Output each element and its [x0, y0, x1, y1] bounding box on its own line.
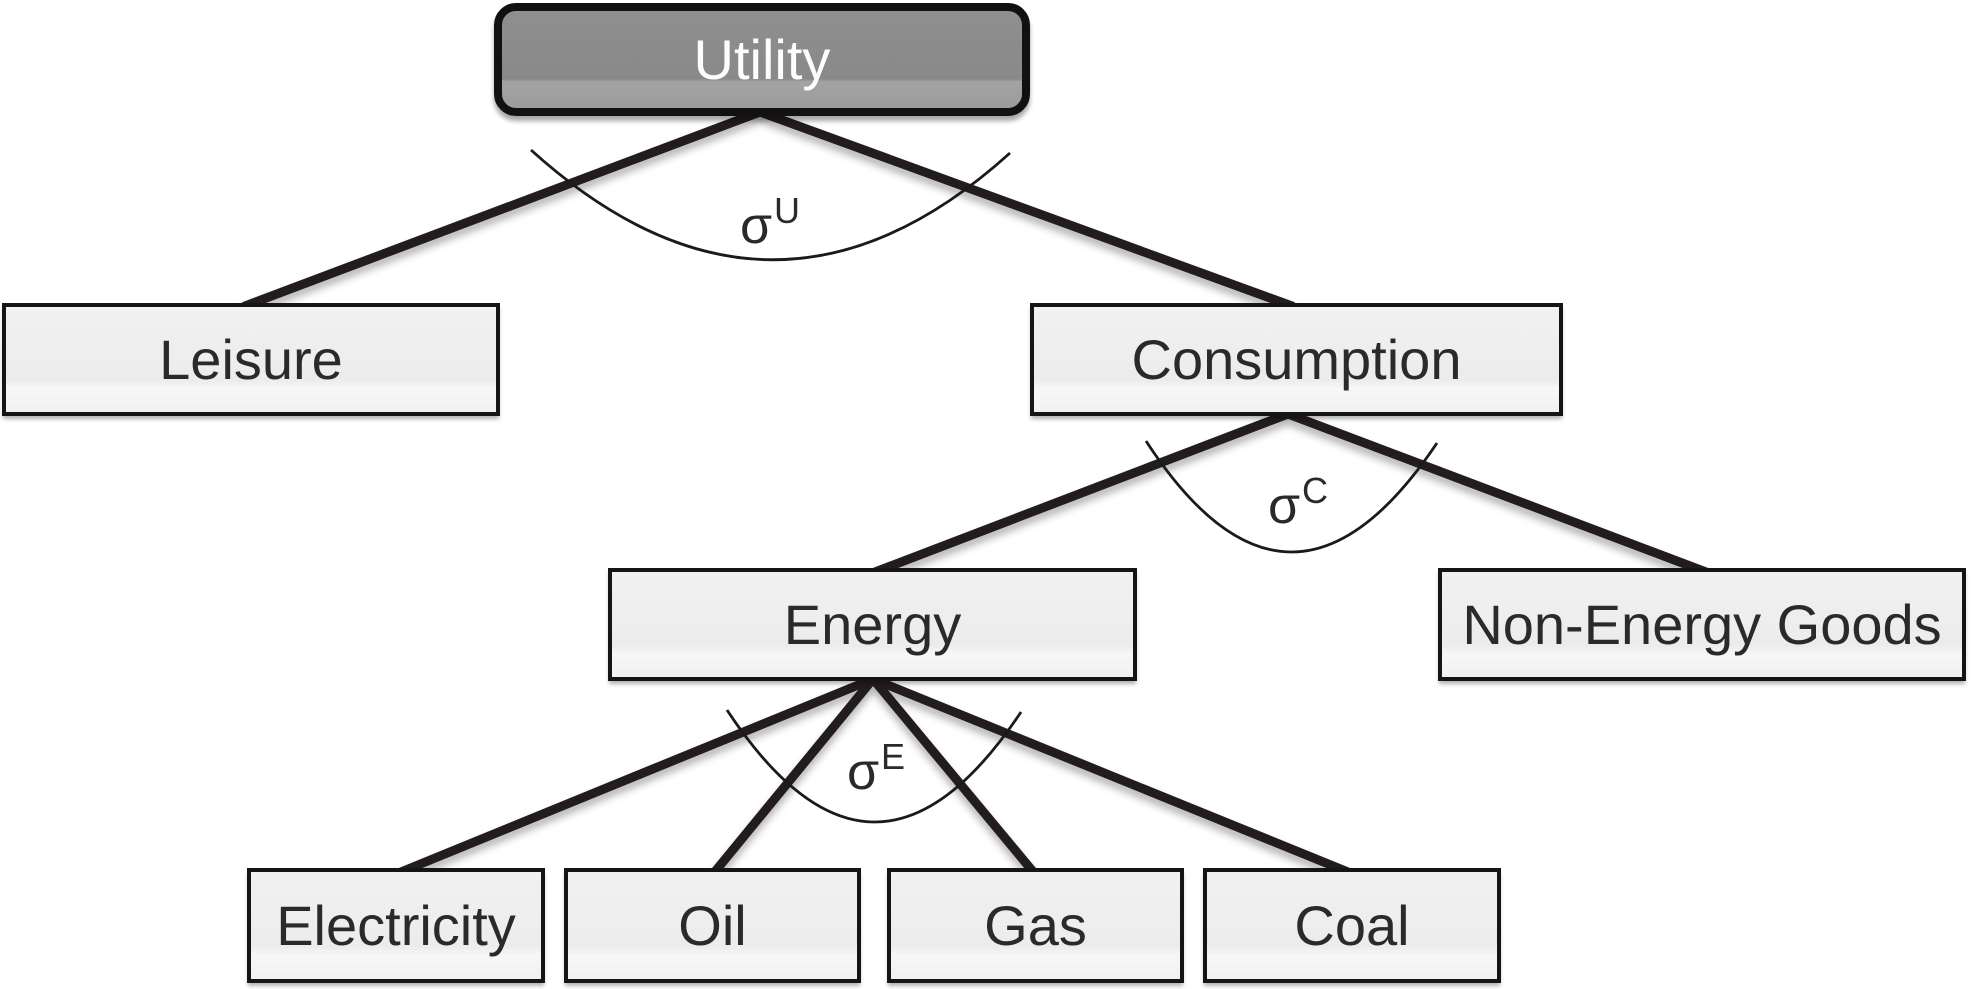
edge-energy-coal [868, 674, 1358, 879]
node-coal-label: Coal [1294, 894, 1410, 957]
edge-energy-electricity [391, 674, 878, 879]
edge-energy-gas [868, 674, 1040, 879]
arc-sigma-e [725, 709, 1023, 824]
node-consumption-label: Consumption [1131, 328, 1462, 391]
sigma-e-superscript: E [881, 736, 906, 778]
node-leisure: Leisure [2, 303, 500, 416]
sigma-c-superscript: C [1302, 470, 1329, 512]
arc-sigma-c [1144, 440, 1439, 554]
edge-consumption-energy [870, 409, 1293, 577]
node-energy-label: Energy [783, 593, 962, 656]
sigma-e-symbol: σ [846, 743, 880, 801]
node-oil: Oil [564, 868, 861, 983]
node-consumption: Consumption [1030, 303, 1563, 416]
node-utility-label: Utility [693, 28, 831, 91]
sigma-u-superscript: U [774, 190, 801, 232]
node-electricity: Electricity [247, 868, 545, 983]
edge-utility-leisure [240, 107, 765, 311]
edge-energy-oil [708, 674, 878, 879]
edge-consumption-nonenergy [1283, 409, 1711, 577]
node-non-energy-goods-label: Non-Energy Goods [1462, 593, 1942, 656]
node-energy: Energy [608, 568, 1137, 681]
arc-sigma-u [530, 148, 1011, 262]
node-leisure-label: Leisure [159, 328, 343, 391]
sigma-u-symbol: σ [739, 197, 773, 255]
node-electricity-label: Electricity [276, 894, 516, 957]
node-oil-label: Oil [678, 894, 747, 957]
elasticity-sigma-c: σC [1267, 473, 1328, 535]
elasticity-sigma-u: σU [739, 193, 800, 255]
node-gas-label: Gas [984, 894, 1087, 957]
edge-utility-consumption [755, 107, 1297, 311]
elasticity-sigma-e: σE [846, 739, 905, 801]
node-utility: Utility [494, 3, 1030, 116]
sigma-c-symbol: σ [1267, 477, 1301, 535]
node-gas: Gas [887, 868, 1184, 983]
node-non-energy-goods: Non-Energy Goods [1438, 568, 1966, 681]
node-coal: Coal [1203, 868, 1501, 983]
